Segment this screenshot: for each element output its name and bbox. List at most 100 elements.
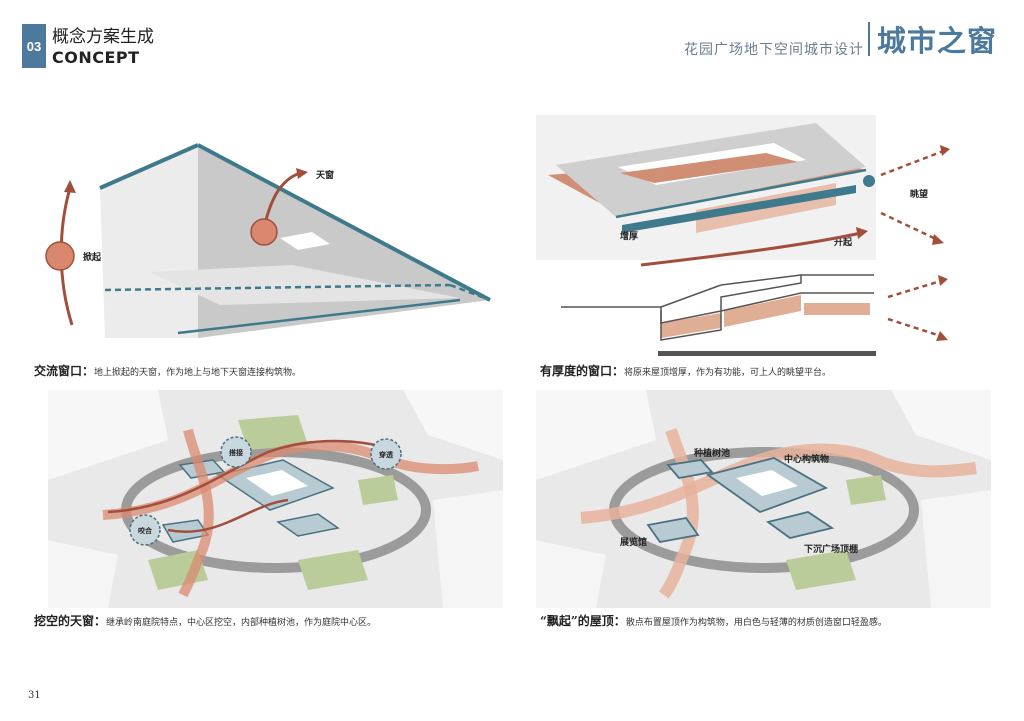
label-bite: 咬合 (138, 526, 153, 535)
building-block (48, 540, 118, 608)
building-block (536, 540, 606, 608)
caption-title: “飘起”的屋顶： (540, 614, 626, 628)
section-fill-1 (661, 313, 721, 338)
marker-bite (129, 514, 161, 546)
section-ground (658, 351, 876, 356)
caption-title: 交流窗口： (34, 364, 95, 378)
section-line-inner (660, 292, 874, 324)
label-planter: 种植树池 (693, 447, 730, 459)
label-skylight: 天窗 (316, 169, 334, 181)
diagram-lifted-skylight: 掀起 天窗 (45, 143, 491, 338)
view-arrow-1-head (940, 145, 950, 156)
section-fill-3 (804, 303, 870, 315)
building-block (433, 490, 503, 608)
label-center: 中心构筑物 (784, 453, 829, 465)
dashed-ground-line-end (449, 283, 491, 302)
marker-penetrate (370, 438, 402, 470)
section-title-cn: 概念方案生成 (52, 27, 154, 47)
rise-arrow (640, 231, 862, 267)
aerial-render-right: 种植树池 中心构筑物 展览馆 下沉广场顶棚 (536, 390, 991, 608)
center-void (246, 470, 308, 496)
caption-exchange-window: 交流窗口：地上掀起的天窗，作为地上与地下天窗连接构筑物。 (34, 362, 301, 379)
building-block (48, 390, 168, 480)
label-lift: 掀起 (83, 251, 102, 263)
header-divider (868, 22, 870, 56)
marker-connect (220, 436, 252, 468)
label-rise: 升起 (834, 236, 853, 248)
label-penetrate: 穿透 (379, 450, 393, 459)
section-roof-line (660, 284, 722, 308)
project-title: 花园广场地下空间城市设计 (684, 42, 864, 58)
roof-edge (615, 168, 867, 219)
exhibit-roof (646, 517, 700, 543)
lift-arrow-head (64, 180, 76, 193)
planter-roof (666, 459, 714, 479)
section-roof-line-2 (720, 274, 802, 286)
rise-arrow-head (856, 227, 868, 239)
caption-title: 有厚度的窗口： (540, 364, 625, 378)
caption-floating-roof: “飘起”的屋顶：散点布置屋顶作为构筑物，用白色与轻薄的材质创造窗口轻盈感。 (540, 612, 887, 629)
view-arrow-2 (880, 211, 939, 242)
floor-plate (150, 265, 460, 305)
lower-edge (622, 185, 856, 233)
brand-title: 城市之窗 (877, 24, 998, 58)
building-block (403, 390, 503, 460)
caption-thick-window: 有厚度的窗口：将原来屋顶增厚，作为有功能，可上人的眺望平台。 (540, 362, 831, 379)
roof-opening-inner (620, 153, 798, 183)
sunken-canopy (765, 511, 835, 539)
caption-text: 地上掀起的天窗，作为地上与地下天窗连接构筑物。 (94, 368, 302, 378)
wall-left (100, 145, 198, 338)
label-connect: 搭接 (229, 448, 243, 457)
section-title-en: CONCEPT (52, 48, 140, 67)
roof-edge-right (197, 143, 491, 302)
label-thicken: 增厚 (620, 230, 638, 242)
connection-band (102, 440, 479, 520)
caption-title: 挖空的天窗： (34, 614, 107, 628)
skylight-arrow-head (296, 168, 308, 179)
panel-thick-window: 眺望 增厚 升起 (536, 115, 956, 360)
diagram-thickened-roof: 眺望 增厚 升起 (536, 115, 950, 356)
connection-band (178, 428, 214, 598)
skylight-marker (250, 218, 278, 246)
green-plot (298, 550, 368, 590)
roof-edge-top (99, 143, 199, 190)
roof-underside (198, 145, 490, 338)
connection-line (167, 498, 289, 533)
soft-band (580, 443, 977, 524)
green-plot (358, 475, 398, 505)
panel-floating-roof: 种植树池 中心构筑物 展览馆 下沉广场顶棚 (536, 390, 991, 608)
view-arrow-3 (887, 278, 945, 299)
green-plot (238, 415, 308, 450)
green-plot (786, 550, 856, 590)
lift-marker (45, 241, 75, 271)
small-roof (276, 513, 340, 537)
green-plot (846, 475, 886, 505)
caption-hollow-skylight: 挖空的天窗：继承岭南庭院特点，中心区挖空，内部种植树池，作为庭院中心区。 (34, 612, 376, 629)
section-fill-2 (724, 295, 801, 327)
view-arrow-2-head (932, 234, 944, 245)
panel-exchange-window: 掀起 天窗 (30, 140, 510, 345)
caption-text: 将原来屋顶增厚，作为有功能，可上人的眺望平台。 (624, 368, 832, 378)
view-arrow-4 (887, 317, 945, 339)
view-arrow-3-head (938, 275, 948, 286)
skylight-opening (280, 232, 330, 250)
center-void (736, 470, 798, 496)
label-exhibit: 展览馆 (620, 536, 647, 548)
lookout-node (863, 175, 875, 187)
dashed-ground-line (104, 283, 451, 292)
building-block (891, 390, 991, 460)
label-lookout: 眺望 (910, 188, 928, 200)
aerial-render-left: 搭接 穿透 咬合 (48, 390, 503, 608)
building-block (921, 490, 991, 608)
label-sunken: 下沉广场顶棚 (804, 543, 858, 555)
view-arrow-4-head (936, 331, 948, 341)
panel-hollow-skylight: 搭接 穿透 咬合 (48, 390, 503, 608)
caption-text: 继承岭南庭院特点，中心区挖空，内部种植树池，作为庭院中心区。 (106, 618, 377, 628)
page-number: 31 (28, 690, 41, 701)
caption-text: 散点布置屋顶作为构筑物，用白色与轻薄的材质创造窗口轻盈感。 (625, 618, 887, 628)
section-number-badge: 03 (22, 24, 46, 68)
connection-line (107, 439, 401, 514)
base-edge (177, 298, 461, 335)
building-block (536, 390, 656, 480)
view-arrow-1 (880, 148, 947, 177)
